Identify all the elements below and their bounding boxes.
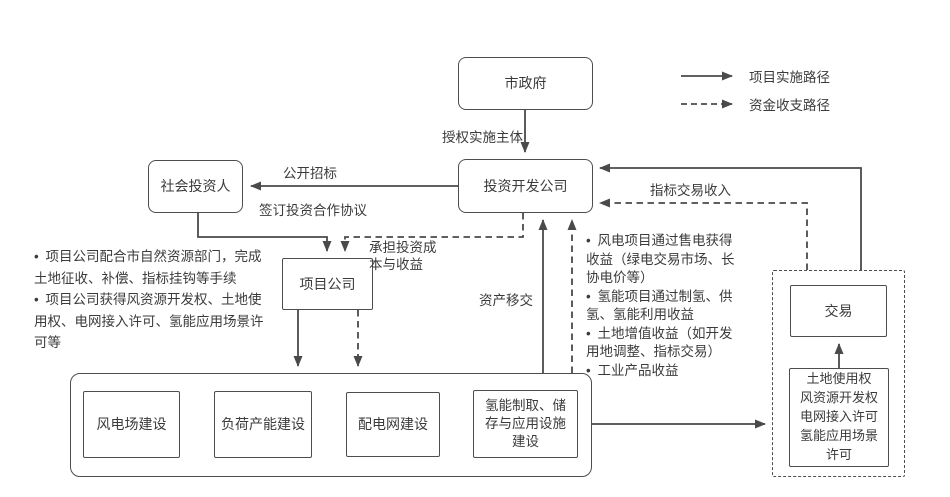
node-hydrogen-facility-construction: 氢能制取、储存与应用设施建设 [473, 390, 578, 458]
trade-group-dashed-container [772, 270, 905, 477]
node-distribution-grid-construction-label: 配电网建设 [358, 416, 428, 433]
label-public-bidding: 公开招标 [283, 166, 337, 181]
legend-row-implementation: 项目实施路径 [680, 62, 830, 90]
node-project-company: 项目公司 [282, 258, 373, 310]
edge-trade-to-investdev-solid-arrow [599, 163, 862, 270]
label-indicator-trading-income: 指标交易收入 [650, 183, 731, 198]
node-investment-dev-company-label: 投资开发公司 [483, 177, 568, 194]
edge-investor-to-projectco-arrow [197, 213, 332, 252]
label-asset-transfer: 资产移交 [479, 293, 533, 308]
right-note-item: 氢能项目通过制氢、供氢、氢能利用收益 [586, 288, 744, 325]
node-rights-permits-label: 土地使用权 风资源开发权 电网接入许可 氢能应用场景 许可 [799, 371, 878, 462]
right-note-item: 风电项目通过售电获得收益（绿电交易市场、长协电价等） [586, 232, 744, 288]
node-trade-label: 交易 [824, 302, 853, 319]
node-distribution-grid-construction: 配电网建设 [346, 392, 440, 457]
solid-arrow-icon [681, 71, 733, 81]
node-wind-farm-construction: 风电场建设 [83, 391, 180, 458]
node-rights-permits: 土地使用权 风资源开发权 电网接入许可 氢能应用场景 许可 [789, 368, 889, 467]
label-sign-agreement: 签订投资合作协议 [259, 203, 367, 218]
legend-label-funds: 资金收支路径 [749, 98, 830, 113]
label-authorize-entity: 授权实施主体 [442, 130, 523, 145]
legend-label-implementation: 项目实施路径 [749, 70, 830, 85]
right-note-item: 土地增值收益（如开发用地调整、指标交易） [586, 325, 744, 362]
node-load-capacity-construction-label: 负荷产能建设 [221, 416, 305, 433]
legend: 项目实施路径 资金收支路径 [680, 62, 830, 118]
node-investment-dev-company: 投资开发公司 [458, 159, 593, 213]
node-trade: 交易 [790, 285, 887, 337]
legend-row-funds: 资金收支路径 [680, 90, 830, 118]
dashed-arrow-icon [681, 99, 733, 109]
node-city-government: 市政府 [458, 57, 593, 110]
node-social-investor: 社会投资人 [148, 160, 243, 213]
edge-indicator-income-dashed-arrow [599, 198, 808, 270]
node-project-company-label: 项目公司 [299, 275, 356, 292]
node-load-capacity-construction: 负荷产能建设 [214, 391, 312, 458]
right-note-item: 工业产品收益 [586, 362, 744, 381]
right-notes-list: 风电项目通过售电获得收益（绿电交易市场、长协电价等） 氢能项目通过制氢、供氢、氢… [586, 232, 744, 380]
right-notes: 风电项目通过售电获得收益（绿电交易市场、长协电价等） 氢能项目通过制氢、供氢、氢… [586, 232, 744, 380]
left-note-item: 项目公司获得风资源开发权、土地使用权、电网接入许可、氢能应用场景许可等 [34, 289, 268, 354]
left-notes-list: 项目公司配合市自然资源部门，完成土地征收、补偿、指标挂钩等手续 项目公司获得风资… [34, 246, 268, 354]
label-bear-investment-cost: 承担投资成 本与收益 [369, 240, 437, 272]
left-notes: 项目公司配合市自然资源部门，完成土地征收、补偿、指标挂钩等手续 项目公司获得风资… [34, 246, 268, 354]
node-wind-farm-construction-label: 风电场建设 [96, 416, 167, 433]
node-hydrogen-facility-construction-label: 氢能制取、储存与应用设施建设 [485, 397, 566, 450]
node-city-government-label: 市政府 [504, 75, 547, 92]
left-note-item: 项目公司配合市自然资源部门，完成土地征收、补偿、指标挂钩等手续 [34, 246, 268, 289]
node-social-investor-label: 社会投资人 [160, 178, 231, 195]
edge-investdev-to-projectco-dashed-arrow [340, 213, 524, 252]
